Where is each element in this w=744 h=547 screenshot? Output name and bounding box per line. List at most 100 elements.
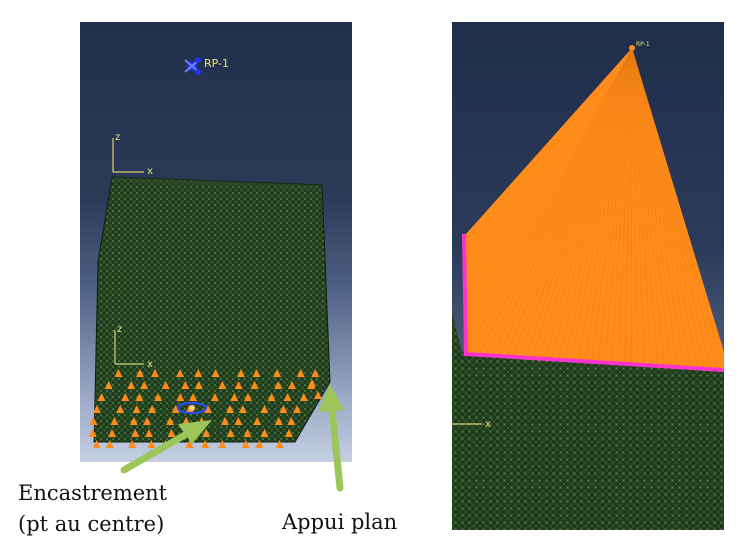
boundary-marker: [88, 429, 97, 437]
boundary-marker: [308, 379, 316, 387]
boundary-marker: [287, 381, 296, 389]
boundary-marker: [293, 405, 302, 413]
boundary-marker: [202, 429, 211, 437]
boundary-marker: [167, 429, 176, 437]
boundary-marker: [161, 381, 170, 389]
boundary-marker: [135, 393, 144, 401]
axis-z-label-bottom: z: [117, 324, 122, 335]
arrow-encastrement: [120, 428, 194, 474]
coupling-line: [531, 47, 633, 359]
axis-x-label-right: x: [485, 419, 491, 430]
coupling-line: [538, 47, 633, 359]
boundary-marker: [220, 417, 229, 425]
boundary-marker: [314, 391, 322, 399]
coupling-line: [485, 47, 633, 356]
reference-point-rp1[interactable]: [629, 45, 635, 51]
boundary-marker: [166, 417, 175, 425]
coupling-line: [505, 47, 633, 357]
boundary-marker: [185, 440, 194, 448]
coupling-line: [631, 47, 705, 369]
boundary-marker: [144, 429, 153, 437]
boundary-marker: [218, 381, 227, 389]
boundary-marker: [243, 393, 252, 401]
boundary-marker: [241, 440, 250, 448]
boundary-marker: [135, 369, 144, 377]
coupling-line: [631, 47, 698, 369]
coupling-line: [571, 47, 633, 361]
boundary-marker: [131, 429, 140, 437]
boundary-marker: [148, 405, 157, 413]
coupling-line: [498, 47, 633, 357]
coupling-line: [598, 47, 633, 363]
boundary-marker: [210, 393, 219, 401]
boundary-marker: [194, 369, 203, 377]
coupling-line: [545, 47, 633, 360]
boundary-marker: [299, 393, 308, 401]
boundary-marker: [92, 440, 101, 448]
left-model-viewport[interactable]: RP-1 z x z x: [80, 22, 352, 462]
coupling-line: [631, 47, 665, 367]
rp1-label-right: RP-1: [636, 41, 650, 48]
boundary-marker: [311, 369, 320, 377]
coupling-line: [631, 47, 724, 371]
boundary-marker: [128, 440, 137, 448]
boundary-marker: [250, 381, 259, 389]
coupling-line: [558, 47, 633, 360]
coupling-line: [617, 47, 633, 364]
boundary-marker: [226, 405, 235, 413]
boundary-marker: [236, 369, 245, 377]
boundary-marker: [267, 393, 276, 401]
boundary-marker: [189, 393, 198, 401]
axis-triad-bottom: [114, 330, 144, 365]
caption-encastrement: Encastrement: [18, 481, 168, 505]
boundary-marker: [273, 369, 282, 377]
rp1-label: RP-1: [204, 57, 229, 70]
coupling-line: [525, 47, 633, 358]
boundary-marker: [181, 381, 190, 389]
boundary-marker: [140, 381, 149, 389]
axis-triad-top: [112, 138, 144, 173]
boundary-marker: [176, 369, 185, 377]
coupling-constraint-lines: [465, 47, 724, 371]
coupling-line: [631, 47, 678, 368]
boundary-marker: [104, 381, 113, 389]
boundary-marker: [171, 405, 180, 413]
boundary-marker: [234, 381, 243, 389]
arrow-appui: [328, 406, 344, 492]
boundary-marker: [260, 429, 269, 437]
coupling-line: [578, 47, 633, 362]
boundary-marker: [127, 381, 136, 389]
boundary-marker: [143, 417, 152, 425]
boundary-marker: [253, 417, 262, 425]
coupling-line: [631, 47, 652, 366]
boundary-marker: [296, 369, 305, 377]
boundary-marker: [255, 440, 264, 448]
axis-z-label-top: z: [115, 132, 120, 143]
coupling-line: [472, 47, 633, 355]
boundary-marker: [284, 429, 293, 437]
mesh-block-top-face: [112, 177, 322, 190]
boundary-marker: [287, 417, 296, 425]
coupling-line: [631, 47, 639, 365]
boundary-marker: [108, 429, 117, 437]
boundary-marker: [116, 405, 125, 413]
coupling-line: [604, 47, 633, 363]
coupling-line: [631, 47, 672, 367]
arrow-appui-head: [318, 384, 344, 412]
coupling-line: [551, 47, 633, 360]
boundary-marker: [234, 417, 243, 425]
boundary-marker: [151, 369, 160, 377]
boundary-marker: [121, 393, 130, 401]
reference-point-rp1[interactable]: [184, 57, 201, 75]
coupling-line: [631, 47, 718, 370]
boundary-marker: [260, 405, 269, 413]
encastrement-point[interactable]: [177, 402, 207, 414]
boundary-marker: [243, 429, 252, 437]
boundary-marker: [283, 393, 292, 401]
coupling-line: [631, 47, 692, 369]
boundary-marker: [274, 381, 283, 389]
coupling-line: [631, 47, 712, 370]
boundary-marker: [211, 369, 220, 377]
right-model-viewport[interactable]: RP-1 x: [452, 22, 724, 530]
